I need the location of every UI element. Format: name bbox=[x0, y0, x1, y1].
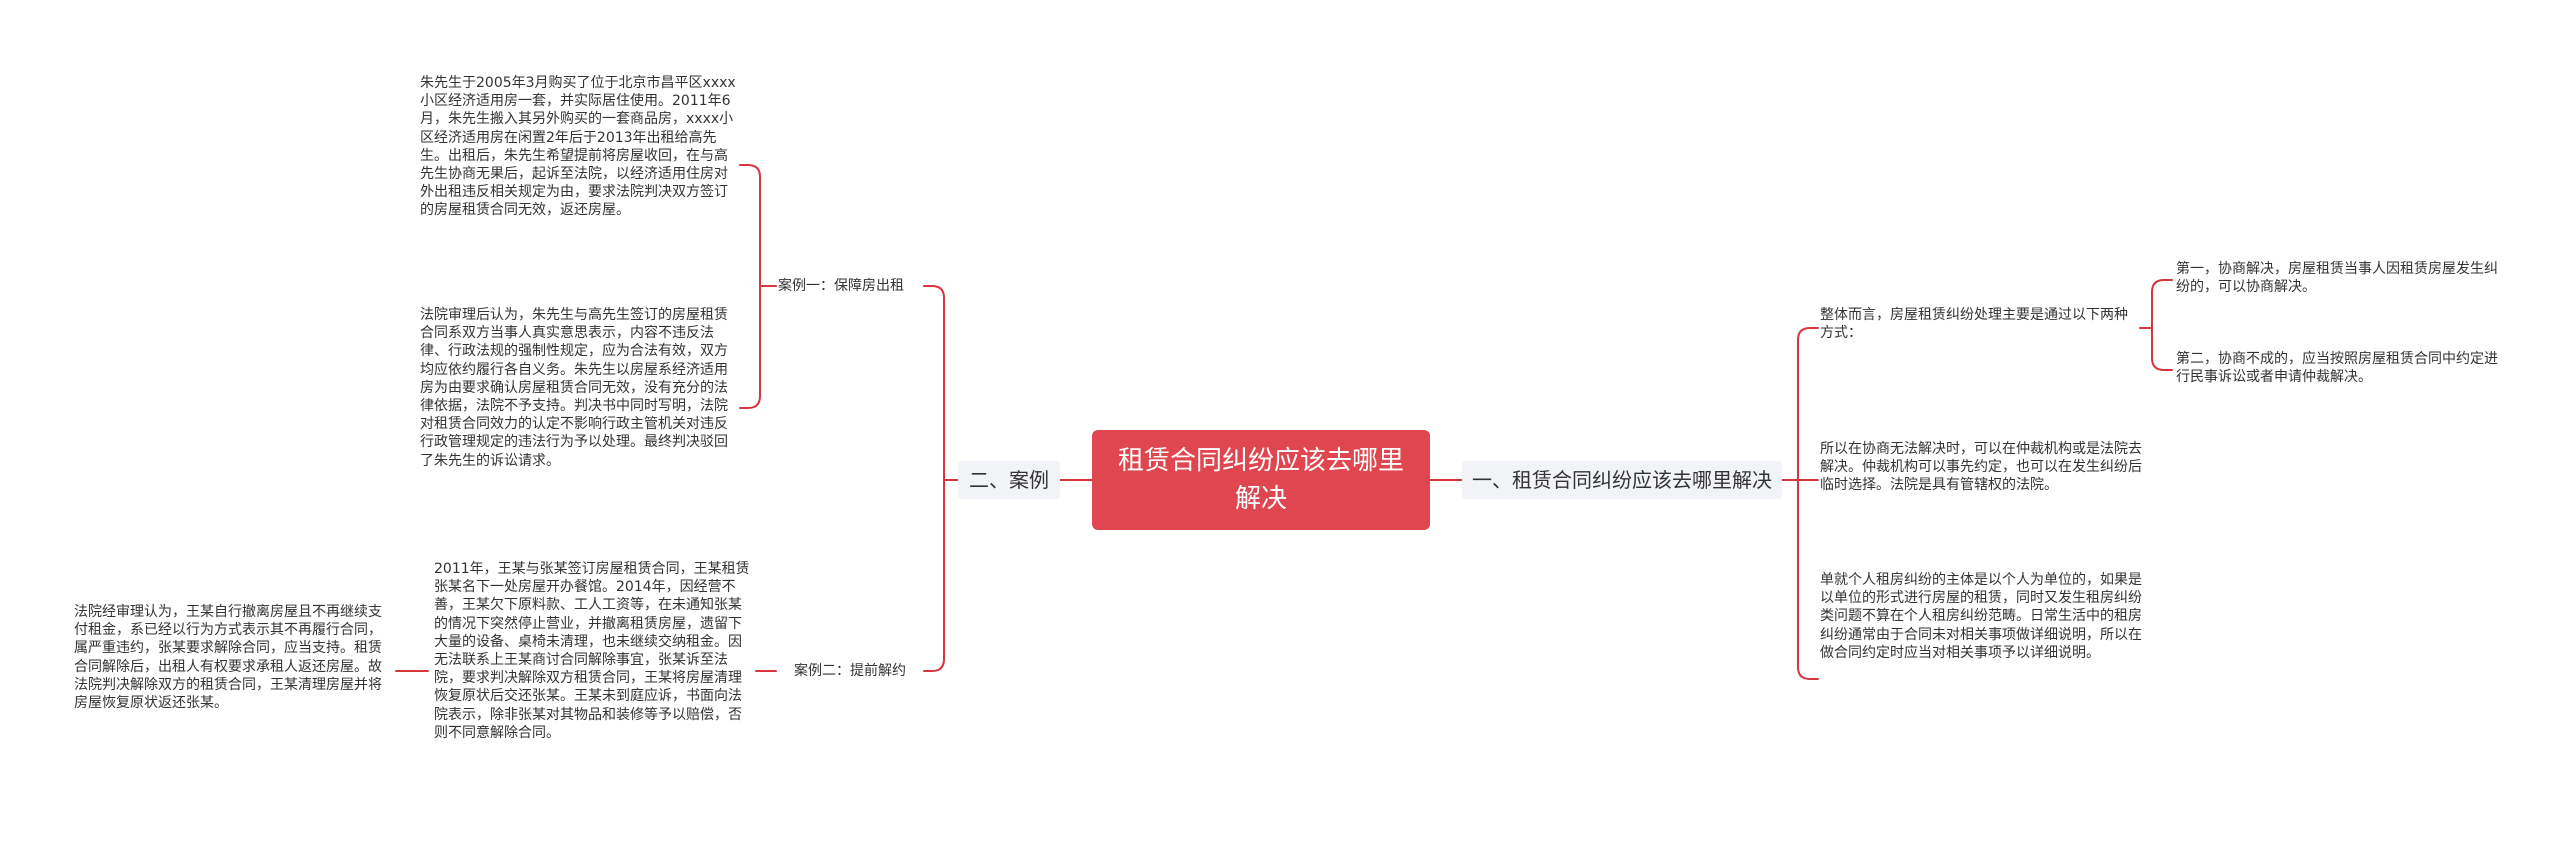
case-2-facts[interactable]: 2011年，王某与张某签订房屋租赁合同，王某租赁张某名下一处房屋开办餐馆。201… bbox=[434, 561, 750, 741]
connector-left-to-case-2 bbox=[923, 479, 945, 672]
case-1-facts[interactable]: 朱先生于2005年3月购买了位于北京市昌平区xxxx小区经济适用房一套，并实际居… bbox=[420, 75, 736, 219]
connector-right-to-intro bbox=[1797, 327, 1819, 481]
topic-individual-rental-disputes[interactable]: 单就个人租房纠纷的主体是以个人为单位的，如果是以单位的形式进行房屋的租赁，同时又… bbox=[1820, 572, 2142, 661]
case-2-ruling[interactable]: 法院经审理认为，王某自行撤离房屋且不再继续支付租金，系已经以行为方式表示其不再履… bbox=[74, 604, 382, 712]
case-2-label[interactable]: 案例二：提前解约 bbox=[794, 663, 906, 679]
branch-cases-label: 二、案例 bbox=[969, 468, 1049, 492]
connector-right-to-individual bbox=[1797, 479, 1819, 680]
connector-intro-to-method-1 bbox=[2151, 279, 2173, 329]
connector-left-to-case-1 bbox=[923, 285, 945, 481]
case-1-label[interactable]: 案例一：保障房出租 bbox=[778, 278, 904, 294]
case-1-ruling[interactable]: 法院审理后认为，朱先生与高先生签订的房屋租赁合同系双方当事人真实意思表示，内容不… bbox=[420, 307, 728, 469]
branch-where-to-resolve[interactable]: 一、租赁合同纠纷应该去哪里解决 bbox=[1462, 461, 1782, 499]
connector-case-1-to-ruling bbox=[739, 285, 761, 409]
connector-intro-to-method-2 bbox=[2151, 327, 2173, 371]
topic-method-litigation-arbitration[interactable]: 第二，协商不成的，应当按照房屋租赁合同中约定进行民事诉讼或者申请仲裁解决。 bbox=[2176, 351, 2498, 386]
root-title: 租赁合同纠纷应该去哪里解决 bbox=[1117, 446, 1404, 514]
connector-case-1-to-facts bbox=[739, 164, 761, 287]
branch-cases[interactable]: 二、案例 bbox=[958, 461, 1060, 499]
branch-where-to-resolve-label: 一、租赁合同纠纷应该去哪里解决 bbox=[1472, 468, 1772, 492]
topic-arbitration-or-court[interactable]: 所以在协商无法解决时，可以在仲裁机构或是法院去解决。仲裁机构可以事先约定，也可以… bbox=[1820, 441, 2142, 494]
topic-method-negotiation[interactable]: 第一，协商解决，房屋租赁当事人因租赁房屋发生纠纷的，可以协商解决。 bbox=[2176, 261, 2498, 296]
root-node[interactable]: 租赁合同纠纷应该去哪里解决 bbox=[1092, 430, 1430, 530]
topic-intro-two-methods[interactable]: 整体而言，房屋租赁纠纷处理主要是通过以下两种方式： bbox=[1820, 307, 2128, 342]
